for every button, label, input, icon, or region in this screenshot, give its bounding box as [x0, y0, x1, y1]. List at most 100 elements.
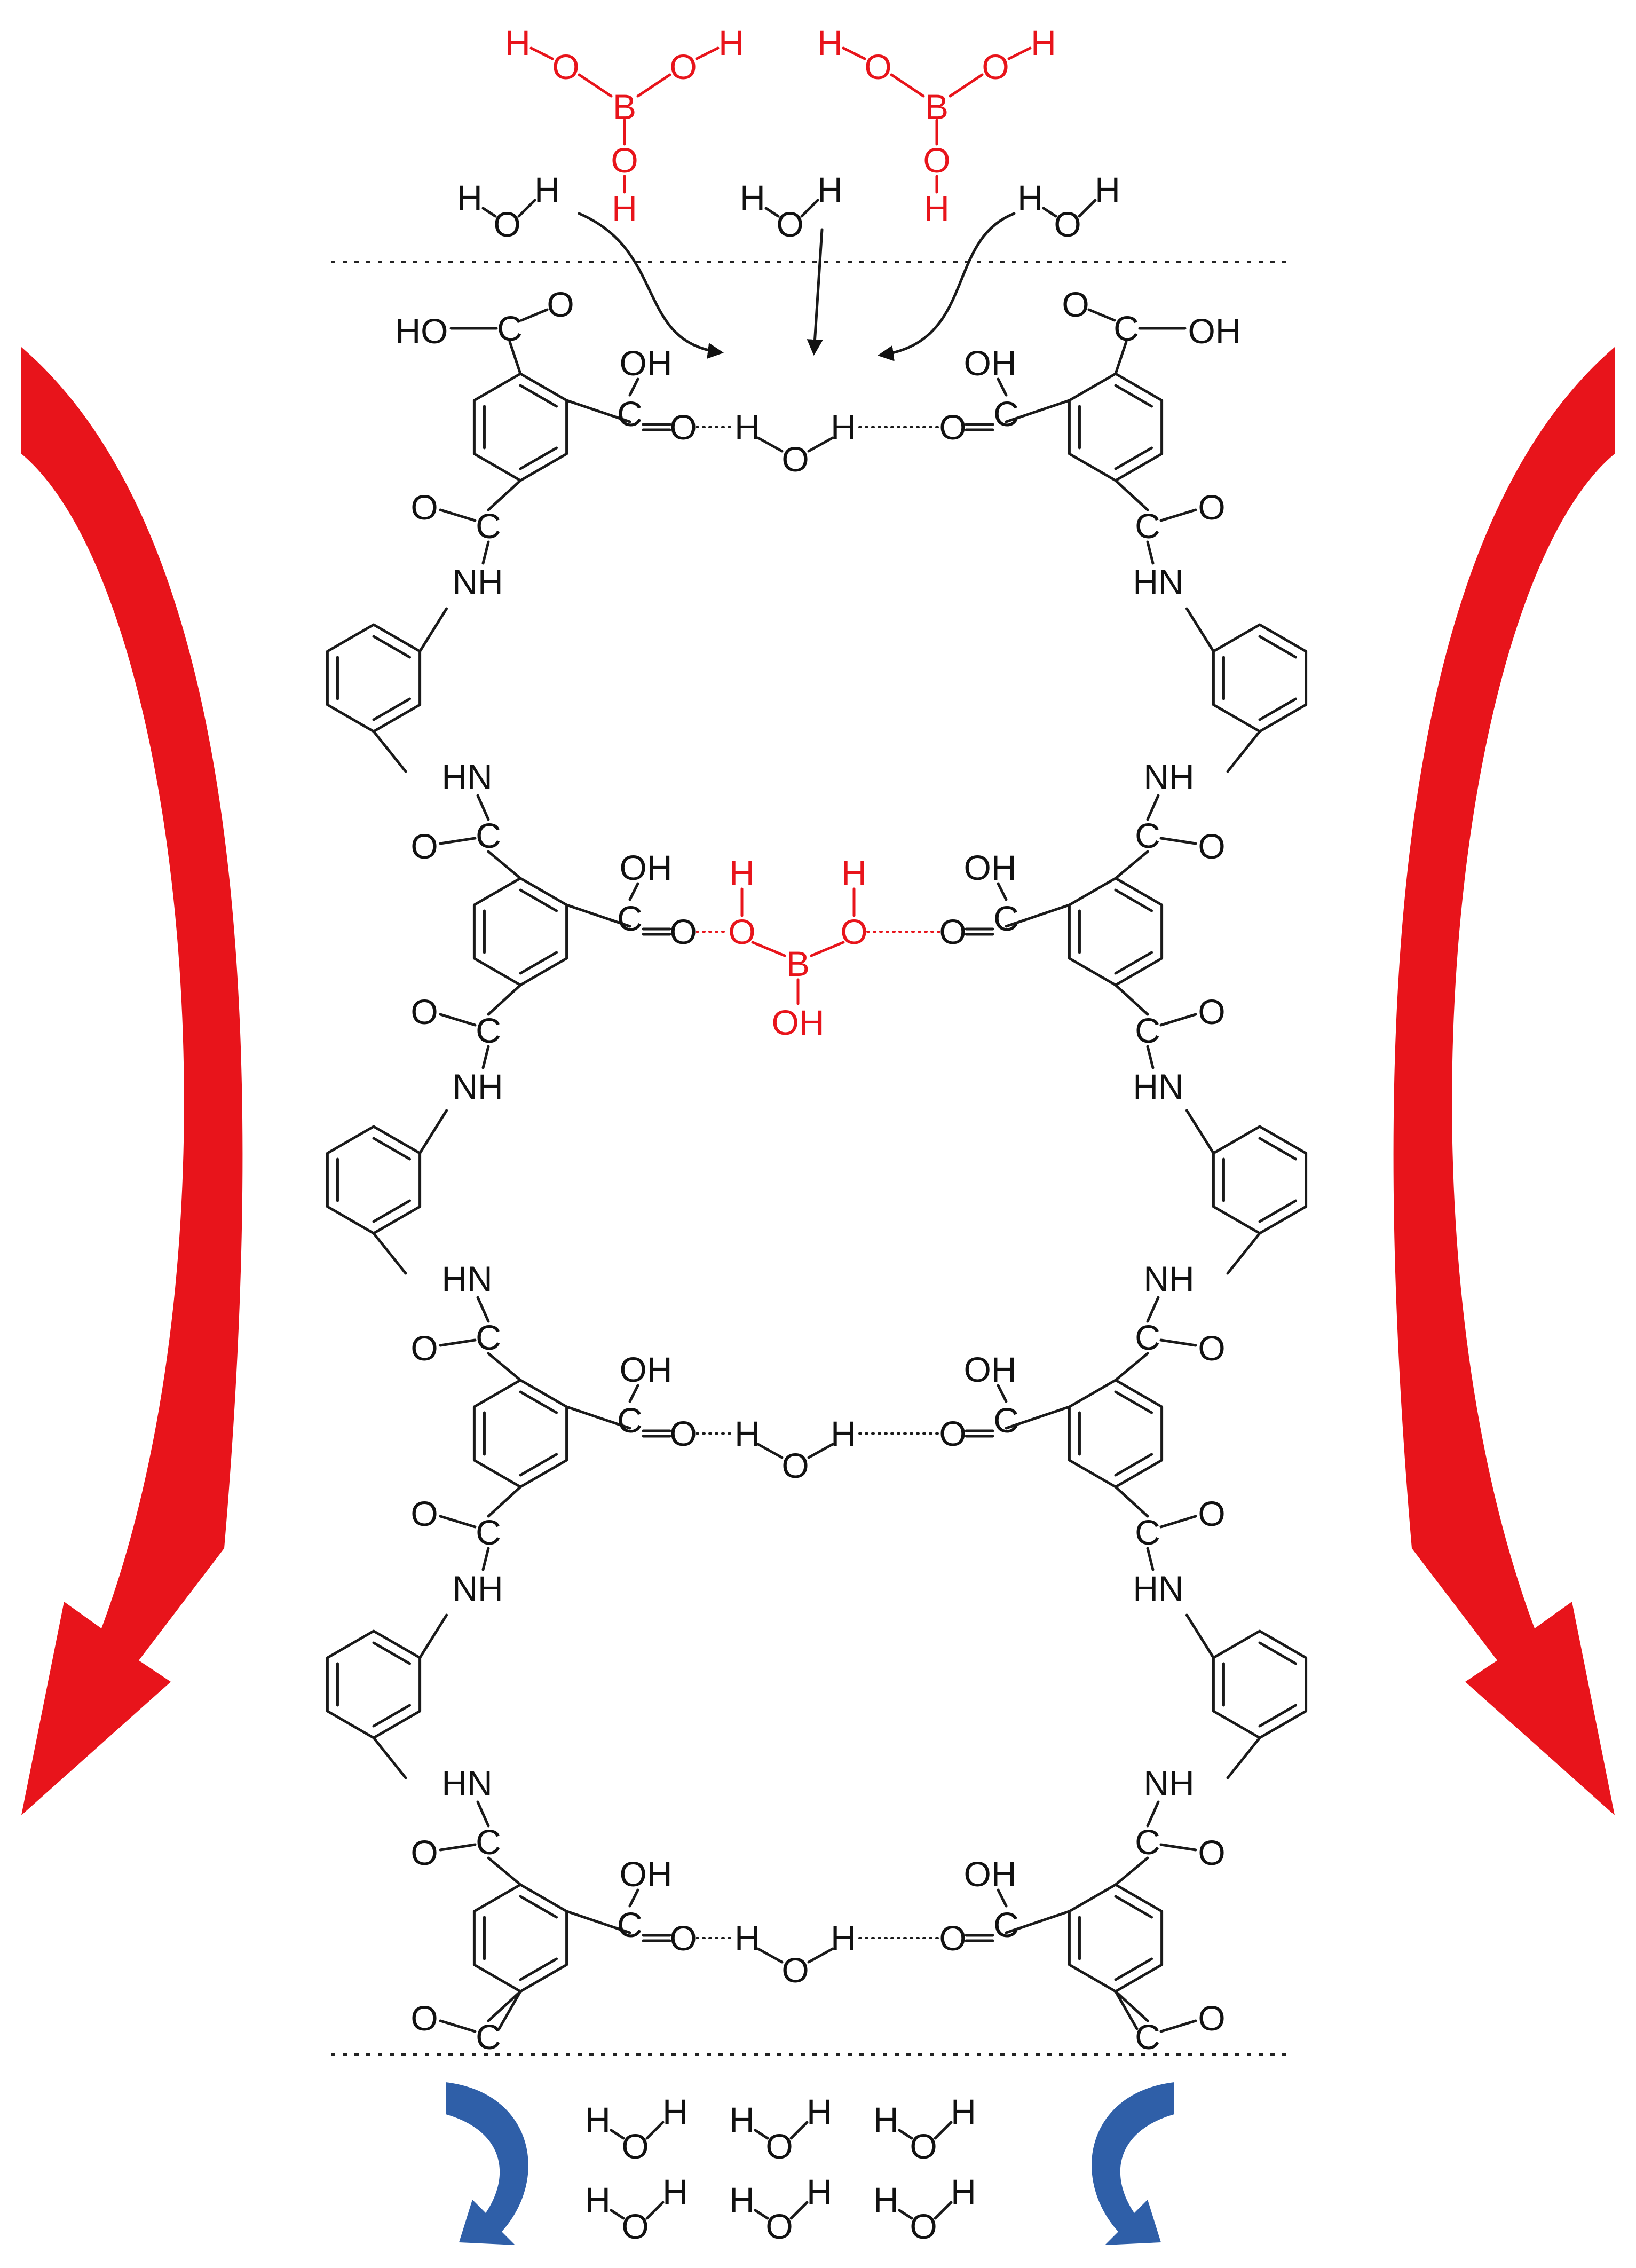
bond	[1078, 199, 1097, 218]
bond	[519, 951, 558, 975]
bond	[934, 2201, 953, 2220]
bond	[476, 1800, 490, 1828]
bond	[1146, 540, 1155, 565]
atom-label: C	[1135, 1822, 1160, 1862]
atom-label: H	[951, 2092, 976, 2131]
bond	[1005, 1910, 1071, 1934]
atom-label: O	[1198, 826, 1225, 866]
bond	[1159, 837, 1197, 845]
amide-nh-label: NH	[452, 1569, 503, 1608]
atom-label: H	[817, 170, 843, 209]
bond	[418, 1613, 448, 1659]
amide-nh-label: HN	[1133, 1569, 1183, 1608]
bond	[628, 377, 639, 397]
atom-label: C	[1135, 2017, 1160, 2057]
atom-label: O	[1198, 487, 1225, 527]
bond	[372, 1232, 407, 1275]
bond	[807, 436, 834, 453]
atom-label: C	[476, 1513, 501, 1552]
atom-label: H	[831, 1414, 856, 1453]
atom-label: H	[729, 2100, 755, 2139]
atom-label: C	[476, 1318, 501, 1357]
atom-label: O	[410, 992, 438, 1031]
water-molecule-icon: HOH	[585, 2172, 688, 2246]
atom-label: O	[1198, 1833, 1225, 1872]
bond	[1042, 207, 1057, 218]
atom-label: H	[1017, 178, 1043, 217]
atom-label: H	[873, 2180, 899, 2219]
bond	[519, 384, 558, 408]
bond	[372, 1736, 407, 1779]
amide-nh-label: HN	[1133, 562, 1183, 602]
atom-label: C	[1135, 1318, 1160, 1357]
amide-nh-label: HN	[1133, 1067, 1183, 1106]
hydroxyl-label: OH	[1188, 311, 1241, 351]
atom-label: O	[939, 1918, 966, 1958]
atom-label: H	[951, 2172, 976, 2211]
atom-label: O	[781, 1446, 809, 1485]
bond	[487, 479, 522, 511]
bond	[997, 377, 1008, 397]
amide-nh-label: NH	[452, 562, 503, 602]
bond	[1159, 1013, 1197, 1027]
bond	[997, 1888, 1008, 1908]
atom-label: C	[617, 899, 643, 938]
bond	[934, 2121, 953, 2140]
bond	[487, 1485, 522, 1518]
flow-arrow-icon-water-left	[578, 212, 724, 359]
bond	[1258, 1137, 1298, 1161]
atom-label: O	[410, 1328, 438, 1368]
atom-label: C	[1135, 816, 1160, 855]
bond	[842, 46, 866, 60]
bond	[1007, 46, 1032, 60]
atom-label: C	[497, 309, 523, 348]
atom-label: H	[585, 2180, 611, 2219]
bond	[1146, 1045, 1155, 1069]
bond	[519, 1390, 558, 1414]
bond	[756, 1443, 784, 1459]
bond	[372, 697, 412, 721]
bond	[610, 2209, 625, 2220]
atom-label: O	[1198, 1328, 1225, 1368]
flow-arrow-icon-water-right	[878, 212, 1016, 361]
hydroxyl-label: OH	[964, 343, 1017, 383]
bond	[519, 1895, 558, 1919]
atom-label: H	[740, 178, 765, 217]
atom-label: H	[817, 23, 843, 62]
phenylenediamine-unit	[1185, 1109, 1308, 1275]
bond	[789, 2201, 809, 2220]
hydroxyl-label: OH	[772, 1003, 825, 1042]
bond	[1114, 1990, 1149, 2022]
atom-label: H	[505, 23, 531, 62]
bond	[1159, 1843, 1197, 1852]
atom-label: O	[910, 2127, 937, 2166]
bond	[439, 1515, 477, 1529]
atom-label: C	[617, 394, 643, 434]
benzene-ring-icon	[1212, 623, 1308, 733]
bond	[1159, 1515, 1197, 1529]
water-bridge: HOH	[696, 1918, 940, 1990]
bond	[1258, 697, 1298, 721]
bond	[898, 2129, 913, 2140]
bond	[1258, 1641, 1298, 1665]
bond	[789, 2121, 809, 2140]
atom-label: H	[734, 1918, 760, 1958]
atom-label: C	[476, 816, 501, 855]
bond	[1114, 479, 1149, 511]
bond	[810, 941, 845, 957]
atom-label: O	[1198, 1998, 1225, 2038]
flow-arrow-icon-left	[21, 347, 243, 1815]
water-molecule-icon: HOH	[740, 170, 843, 244]
atom-label: O	[923, 140, 950, 180]
bond	[807, 1947, 834, 1964]
bond	[645, 2121, 665, 2140]
bond	[1087, 308, 1116, 322]
bond	[754, 2209, 769, 2220]
water-molecule-icon: HOH	[873, 2092, 976, 2166]
bond	[1114, 1990, 1139, 2030]
